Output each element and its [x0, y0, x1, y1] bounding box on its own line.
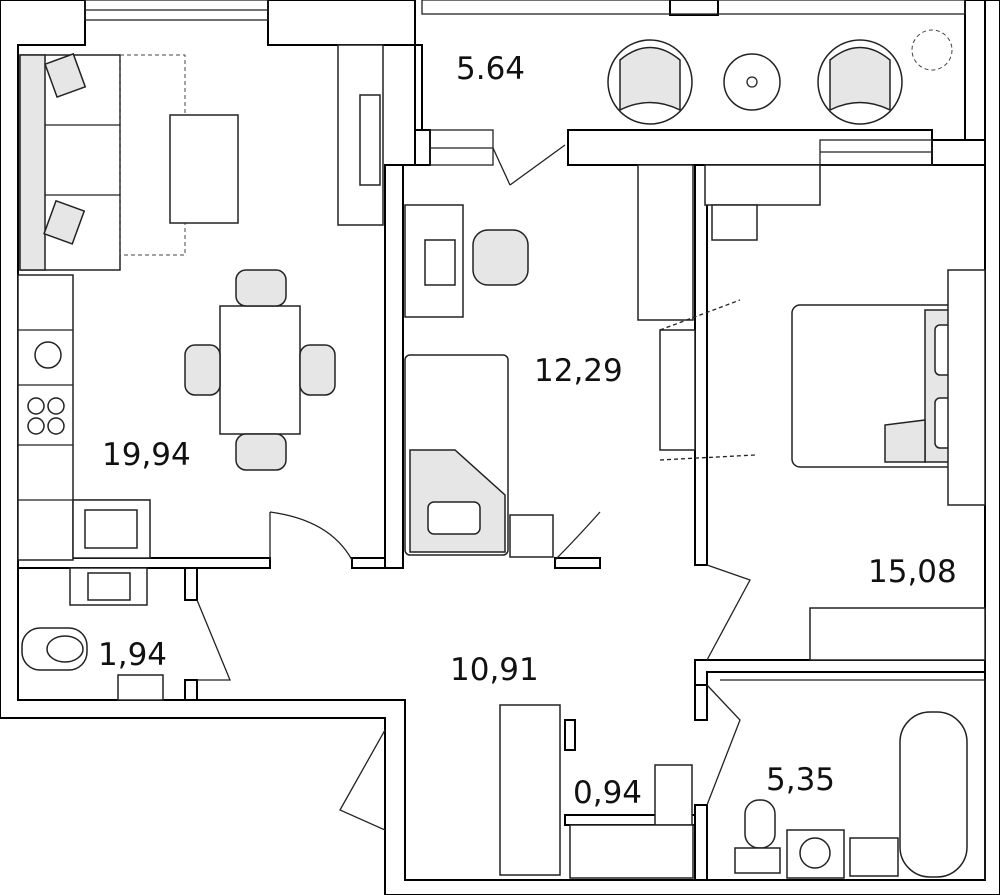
balcony-furniture [607, 29, 953, 125]
area-bathroom: 5,35 [766, 762, 835, 798]
wet-furniture [21, 567, 986, 880]
room-labels: 5.64 19,94 12,29 15,08 1,94 10,91 0,94 5… [98, 51, 957, 811]
area-closet: 0,94 [573, 775, 642, 811]
doors [196, 144, 751, 831]
area-balcony: 5.64 [456, 51, 525, 87]
study-furniture [404, 164, 696, 558]
area-hallway: 10,91 [450, 652, 539, 688]
area-living-kitchen: 19,94 [102, 437, 191, 473]
bedroom-furniture [659, 164, 986, 661]
area-toilet: 1,94 [98, 637, 167, 673]
living-furniture [17, 44, 384, 561]
area-bedroom-large: 15,08 [868, 554, 957, 590]
windows [84, 0, 966, 166]
area-bedroom-small: 12,29 [534, 353, 623, 389]
